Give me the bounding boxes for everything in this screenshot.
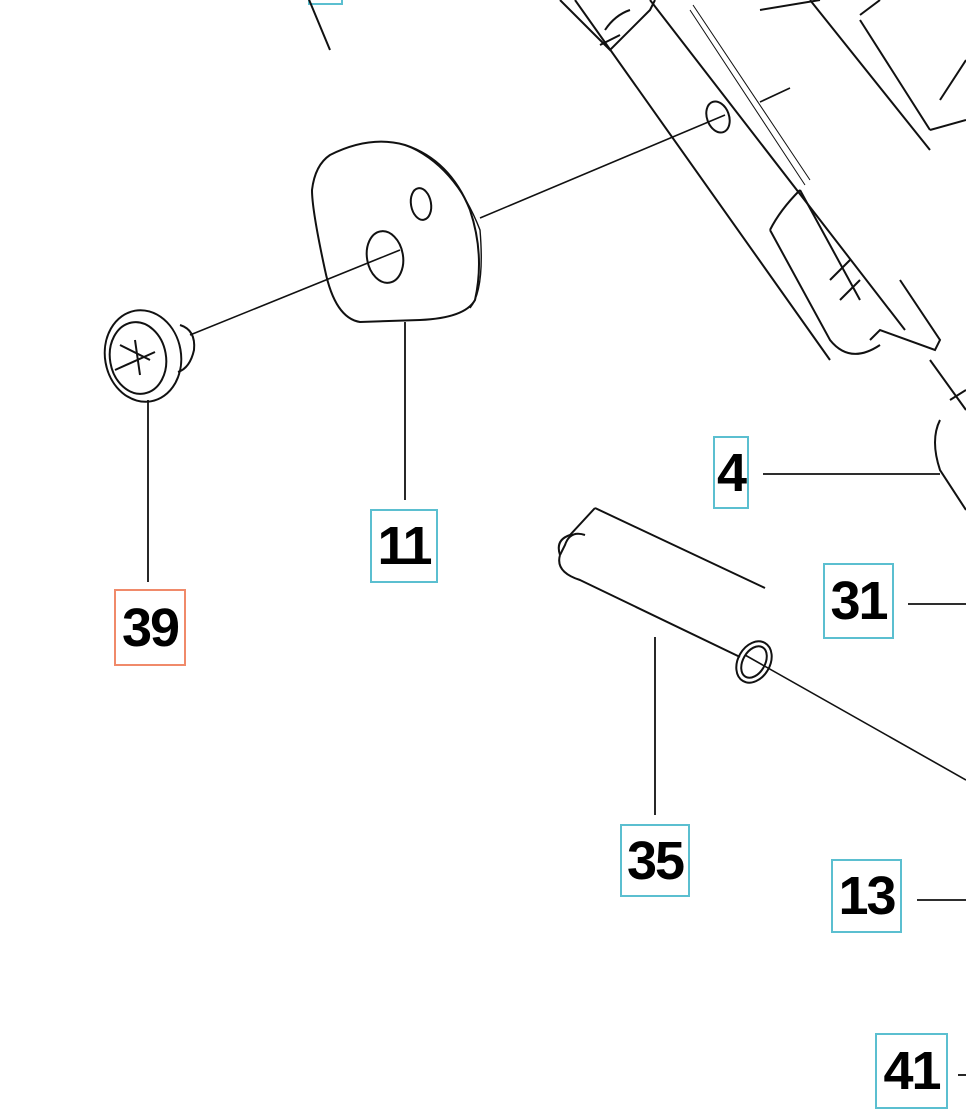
assembly-axis xyxy=(744,654,966,781)
partial-callout xyxy=(308,0,343,5)
callout-35[interactable]: 35 xyxy=(620,824,690,897)
screw-part xyxy=(103,309,196,403)
shaft-part xyxy=(308,0,966,511)
assembly-axis xyxy=(189,87,791,336)
pin-part xyxy=(557,507,773,684)
callout-13[interactable]: 13 xyxy=(831,859,902,933)
plate-part xyxy=(310,140,482,324)
callout-31[interactable]: 31 xyxy=(823,563,894,639)
callout-39[interactable]: 39 xyxy=(114,589,186,666)
callout-11[interactable]: 11 xyxy=(370,509,438,583)
leader-lines xyxy=(147,322,966,1076)
callout-4[interactable]: 4 xyxy=(713,436,749,509)
callout-41[interactable]: 41 xyxy=(875,1033,948,1109)
